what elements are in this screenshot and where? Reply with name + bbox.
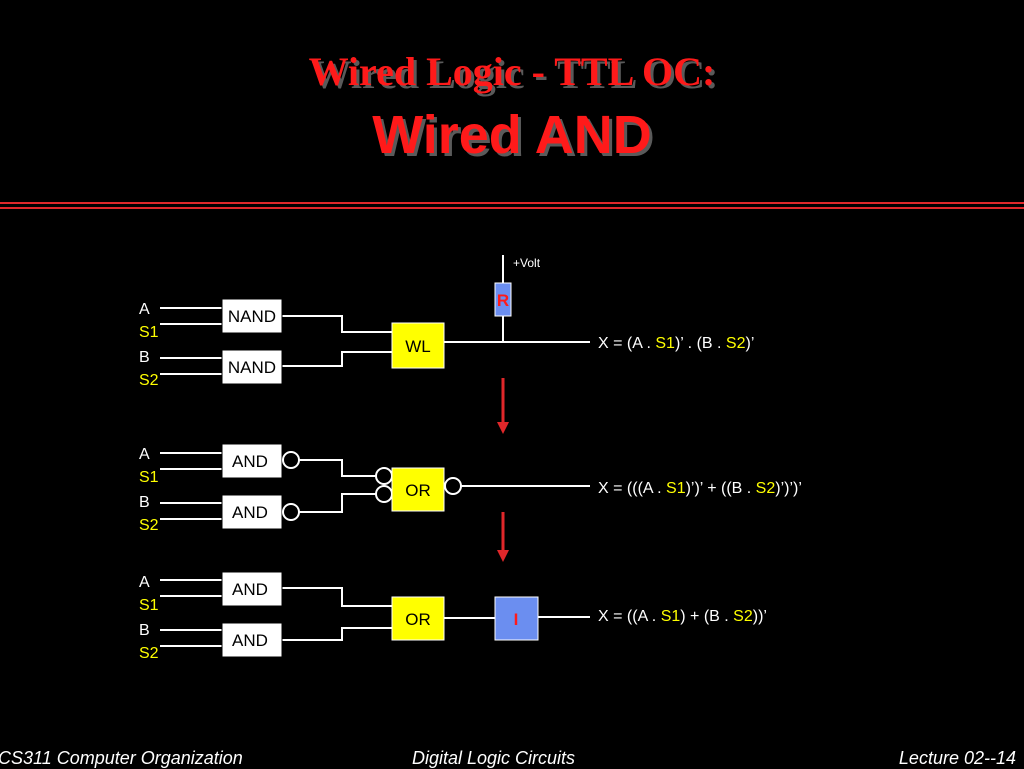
nand-gate-top-label: NAND xyxy=(228,307,276,326)
circuit-1 xyxy=(160,255,590,375)
circuit-1-inputs: A S1 B S2 xyxy=(139,301,159,389)
input-s1: S1 xyxy=(139,469,159,486)
or-input-bubble-bottom xyxy=(375,485,393,503)
circuit-2-shapes: AND AND OR xyxy=(221,443,462,530)
input-s2: S2 xyxy=(139,517,159,534)
equation-1: X = (A . S1)’ . (B . S2)’ xyxy=(598,335,754,352)
divider-bottom xyxy=(0,207,1024,209)
input-b: B xyxy=(139,349,150,366)
footer-topic: Digital Logic Circuits xyxy=(412,748,576,768)
arrow-head-1 xyxy=(497,422,509,434)
and-gate-bottom xyxy=(221,622,283,658)
inverter-label: I xyxy=(514,610,519,629)
and-gate-bottom-label: AND xyxy=(232,503,268,522)
and-gate-top xyxy=(221,443,283,479)
input-a: A xyxy=(139,574,150,591)
input-s1: S1 xyxy=(139,597,159,614)
and-gate-bottom-label: AND xyxy=(232,631,268,650)
nand-gate-top xyxy=(221,298,283,334)
inverter-bubble-bottom xyxy=(282,503,300,521)
circuit-2-inputs: A S1 B S2 xyxy=(139,446,159,534)
wired-logic-label: WL xyxy=(405,337,431,356)
or-gate-1 xyxy=(391,467,445,512)
inverter-box xyxy=(494,596,539,641)
arrow-head-2 xyxy=(497,550,509,562)
input-s2: S2 xyxy=(139,372,159,389)
or-output-bubble xyxy=(444,477,462,495)
or-input-bubble-top xyxy=(375,467,393,485)
circuit-3-shapes: AND AND OR I xyxy=(221,571,539,658)
circuit-1-shapes: NAND NAND WL R +Volt xyxy=(221,256,541,385)
nand-gate-bottom xyxy=(221,349,283,385)
circuit-3-inputs: A S1 B S2 xyxy=(139,574,159,662)
circuit-3 xyxy=(160,579,590,647)
input-b: B xyxy=(139,622,150,639)
footer-lecture: Lecture 02--14 xyxy=(898,748,1016,768)
resistor-label: R xyxy=(497,291,509,310)
divider-top xyxy=(0,202,1024,204)
pullup-resistor xyxy=(494,282,512,317)
or-gate-1-label: OR xyxy=(405,481,431,500)
or-gate-2 xyxy=(391,596,445,641)
and-gate-top xyxy=(221,571,283,607)
slide-subtitle: Wired AND xyxy=(372,105,652,165)
inverter-bubble-top xyxy=(282,451,300,469)
wired-logic-box xyxy=(391,322,445,369)
or-gate-2-label: OR xyxy=(405,610,431,629)
input-s2: S2 xyxy=(139,645,159,662)
and-gate-top-label: AND xyxy=(232,580,268,599)
slide-title: Wired Logic - TTL OC: xyxy=(308,49,716,94)
circuit-2 xyxy=(160,452,590,520)
input-s1: S1 xyxy=(139,324,159,341)
input-a: A xyxy=(139,301,150,318)
and-gate-top-label: AND xyxy=(232,452,268,471)
supply-label: +Volt xyxy=(513,256,541,270)
input-b: B xyxy=(139,494,150,511)
equation-2: X = (((A . S1)’)’ + ((B . S2)’)’)’ xyxy=(598,480,802,497)
footer-course: CS311 Computer Organization xyxy=(0,748,243,768)
equation-3: X = ((A . S1) + (B . S2))’ xyxy=(598,608,767,625)
nand-gate-bottom-label: NAND xyxy=(228,358,276,377)
input-a: A xyxy=(139,446,150,463)
